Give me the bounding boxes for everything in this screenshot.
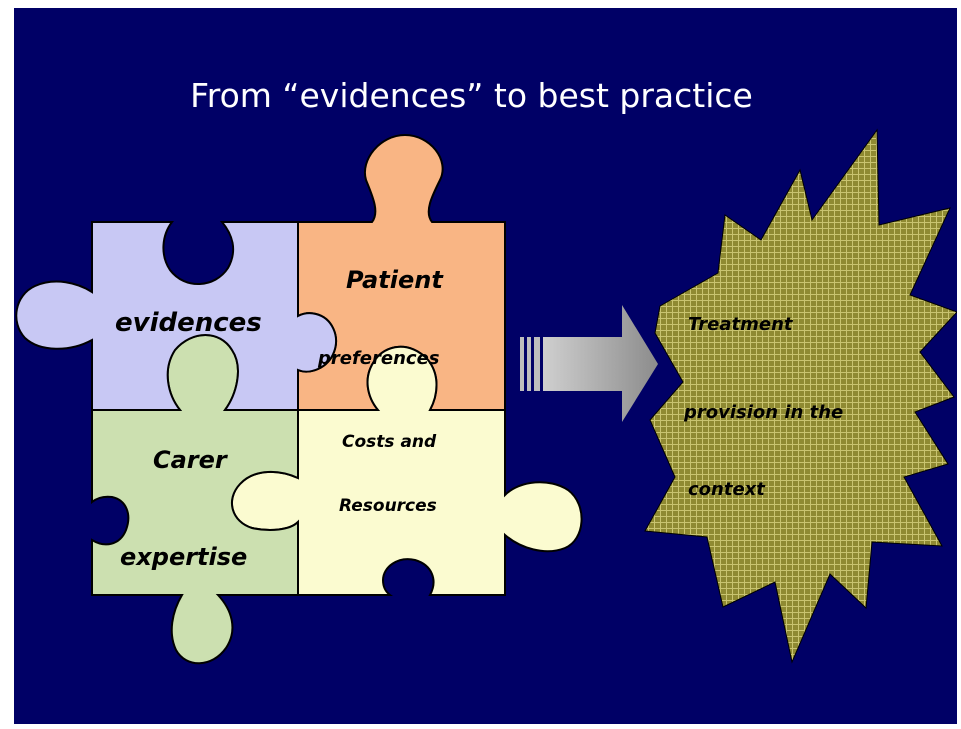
context-label: context: [688, 479, 766, 500]
right-arrow-icon: [520, 305, 658, 422]
outcome-starburst: [644, 128, 957, 664]
treatment-label: Treatment: [688, 314, 794, 335]
carer-label: Carer: [153, 446, 229, 474]
slide: evidences Patient preferences Costs and …: [14, 8, 957, 724]
diagram: evidences Patient preferences Costs and …: [15, 128, 957, 665]
evidences-puzzle-piece: [15, 221, 337, 411]
costs-label: Costs and: [342, 432, 437, 452]
evidences-label: evidences: [115, 308, 262, 338]
provision-label: provision in the: [683, 402, 843, 423]
slide-title: From “evidences” to best practice: [190, 76, 753, 115]
resources-label: Resources: [339, 496, 437, 516]
expertise-label: expertise: [120, 543, 247, 571]
patient-label: Patient: [346, 266, 444, 294]
preferences-label: preferences: [317, 348, 440, 369]
